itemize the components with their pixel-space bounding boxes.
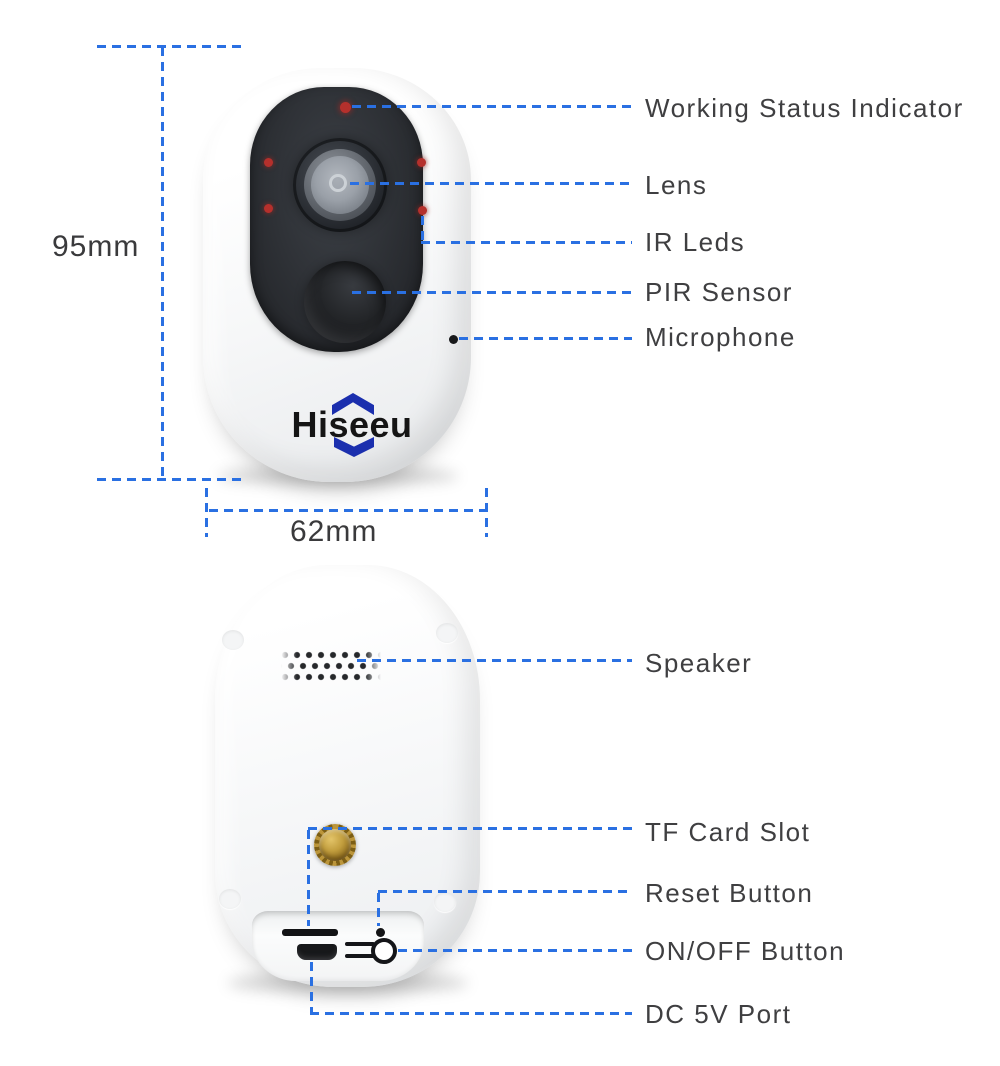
ir-led-icon — [264, 204, 273, 213]
leader-ir-leds-vertical — [421, 216, 424, 244]
label-lens: Lens — [645, 170, 708, 200]
on-off-button-prong — [345, 942, 375, 946]
screw-boss — [434, 892, 456, 912]
leader-lens — [350, 182, 632, 185]
logo-shield-bottom-icon — [334, 437, 374, 457]
label-microphone: Microphone — [645, 322, 796, 352]
dim-62mm-right-tick — [485, 488, 488, 537]
leader-pir-sensor — [352, 291, 632, 294]
screw-boss — [436, 623, 458, 643]
label-working-status-indicator: Working Status Indicator — [645, 93, 964, 123]
leader-reset-vertical — [377, 893, 380, 926]
label-ir-leds: IR Leds — [645, 227, 746, 257]
microphone-hole — [449, 335, 458, 344]
bottom-port-recess — [252, 911, 424, 981]
reset-button-hole — [376, 928, 385, 937]
label-pir-sensor: PIR Sensor — [645, 277, 793, 307]
on-off-button-prong — [345, 954, 375, 958]
dim-95mm-vertical-line — [161, 47, 164, 478]
dim-62mm-line — [209, 509, 487, 512]
dim-95mm-label: 95mm — [52, 230, 140, 263]
dim-62mm-left-tick — [205, 488, 208, 537]
ir-led-icon — [264, 158, 273, 167]
ir-led-icon — [418, 206, 427, 215]
leader-ir-leds — [421, 241, 632, 244]
tf-card-slot — [282, 929, 338, 936]
on-off-button — [371, 938, 397, 964]
lens-inner-ring — [329, 174, 347, 192]
screw-boss — [219, 889, 241, 909]
dim-62mm-label: 62mm — [290, 515, 378, 548]
ir-led-icon — [417, 158, 426, 167]
brand-logo: Hiseeu — [291, 404, 413, 445]
leader-tf-card-vertical — [307, 830, 310, 926]
leader-tf-card — [308, 827, 632, 830]
label-on-off-button: ON/OFF Button — [645, 936, 846, 966]
pir-sensor — [304, 261, 386, 343]
tripod-screw-mount — [314, 824, 356, 866]
speaker-grille — [281, 651, 381, 683]
label-tf-card-slot: TF Card Slot — [645, 817, 811, 847]
working-status-indicator-led — [340, 102, 351, 113]
leader-on-off — [398, 949, 632, 952]
leader-microphone — [459, 337, 632, 340]
leader-reset — [378, 890, 632, 893]
tripod-screw-thread — [319, 829, 351, 861]
label-reset-button: Reset Button — [645, 878, 814, 908]
label-speaker: Speaker — [645, 648, 753, 678]
label-dc-5v-port: DC 5V Port — [645, 999, 792, 1029]
dc-5v-usb-port — [297, 944, 337, 960]
leader-dc-5v — [310, 1012, 632, 1015]
leader-dc-5v-vertical — [310, 962, 313, 1014]
dim-95mm-bottom-line — [97, 478, 243, 481]
leader-working-status — [352, 105, 632, 108]
dim-95mm-top-line — [97, 45, 243, 48]
screw-boss — [222, 630, 244, 650]
leader-speaker — [357, 659, 632, 662]
